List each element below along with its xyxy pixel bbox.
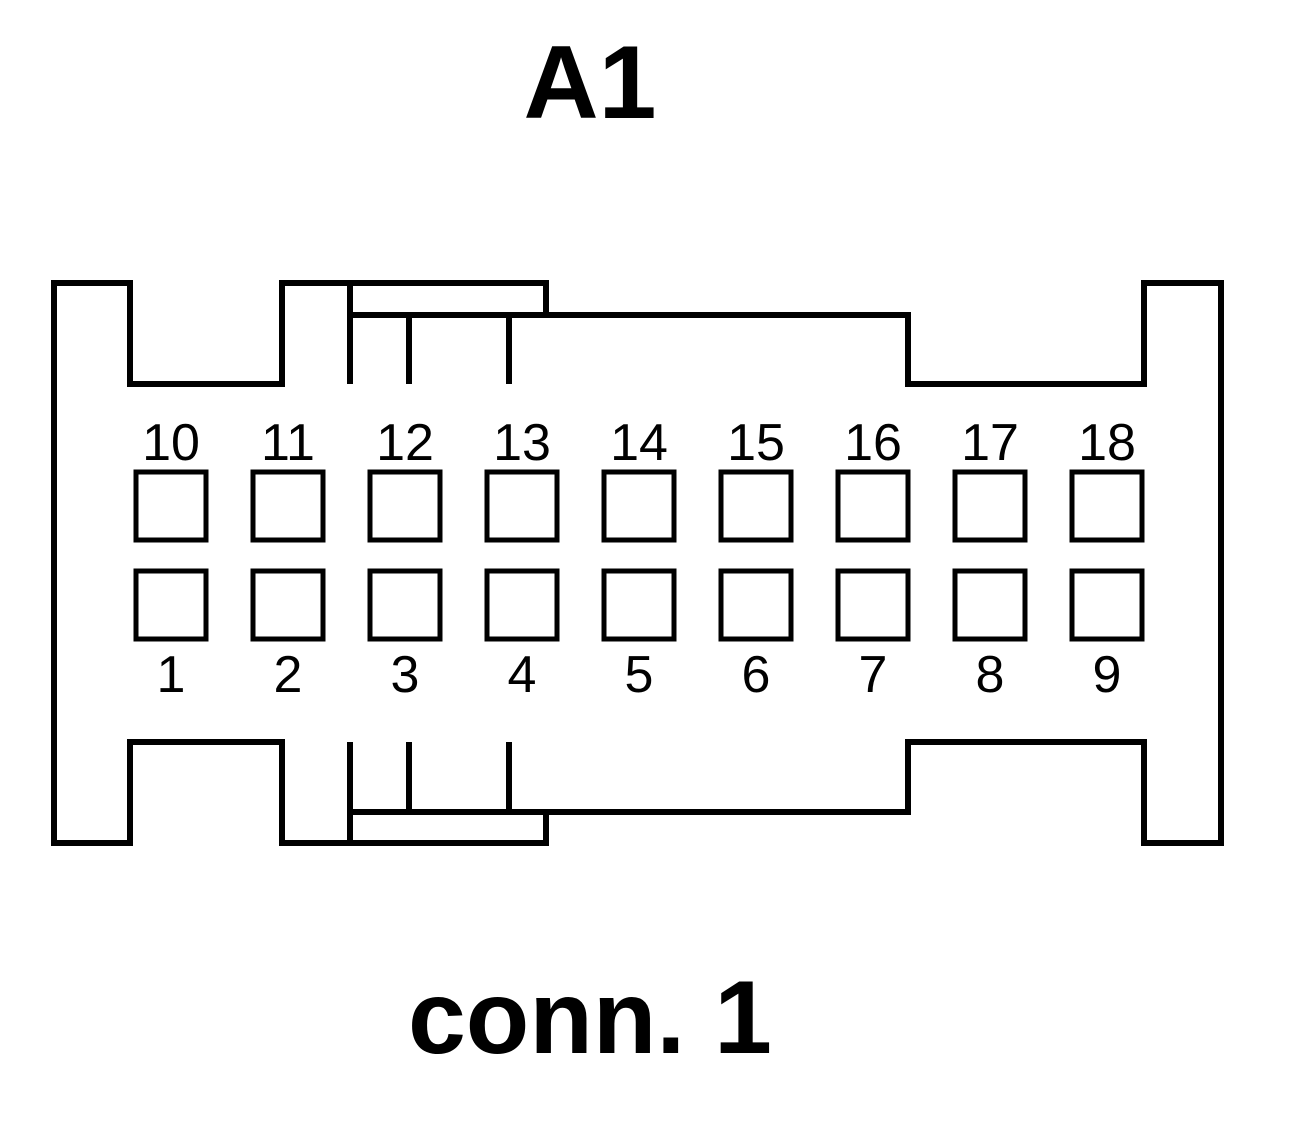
pin-label-12: 12 xyxy=(376,414,434,472)
top-cavity-14 xyxy=(601,469,677,543)
pin-label-11: 11 xyxy=(261,414,315,472)
bottom-pin-row: 1 2 3 4 5 6 7 8 9 xyxy=(133,568,1145,704)
bottom-cavity-9 xyxy=(1069,568,1145,642)
top-cavity-18 xyxy=(1069,469,1145,543)
pin-label-7: 7 xyxy=(859,646,888,704)
bottom-cavity-8 xyxy=(952,568,1028,642)
bottom-cavity-7 xyxy=(835,568,911,642)
bottom-cavity-4 xyxy=(484,568,560,642)
pin-label-3: 3 xyxy=(391,646,420,704)
pin-label-17: 17 xyxy=(961,414,1019,472)
bottom-cavity-5 xyxy=(601,568,677,642)
pin-label-13: 13 xyxy=(493,414,551,472)
connector-title: A1 xyxy=(524,25,657,141)
top-cavity-11 xyxy=(250,469,326,543)
bottom-cavity-6 xyxy=(718,568,794,642)
bottom-latch xyxy=(347,742,546,843)
pin-label-14: 14 xyxy=(610,414,668,472)
pin-label-2: 2 xyxy=(274,646,303,704)
pin-label-8: 8 xyxy=(976,646,1005,704)
pin-label-6: 6 xyxy=(742,646,771,704)
top-cavity-17 xyxy=(952,469,1028,543)
pin-label-10: 10 xyxy=(142,414,200,472)
bottom-cavity-1 xyxy=(133,568,209,642)
pin-label-5: 5 xyxy=(625,646,654,704)
pin-label-1: 1 xyxy=(157,646,186,704)
top-cavity-10 xyxy=(133,469,209,543)
pin-label-15: 15 xyxy=(727,414,785,472)
top-cavity-12 xyxy=(367,469,443,543)
top-latch xyxy=(347,283,546,384)
connector-caption: conn. 1 xyxy=(408,960,772,1076)
bottom-cavity-3 xyxy=(367,568,443,642)
pin-label-16: 16 xyxy=(844,414,902,472)
connector-housing xyxy=(51,280,1224,846)
pin-label-18: 18 xyxy=(1078,414,1136,472)
pin-label-9: 9 xyxy=(1093,646,1122,704)
top-cavity-13 xyxy=(484,469,560,543)
top-cavity-15 xyxy=(718,469,794,543)
housing-outline xyxy=(51,280,1224,846)
bottom-cavity-2 xyxy=(250,568,326,642)
top-pin-row: 10 11 12 13 14 15 16 17 18 xyxy=(133,414,1145,543)
pin-label-4: 4 xyxy=(508,646,537,704)
top-cavity-16 xyxy=(835,469,911,543)
